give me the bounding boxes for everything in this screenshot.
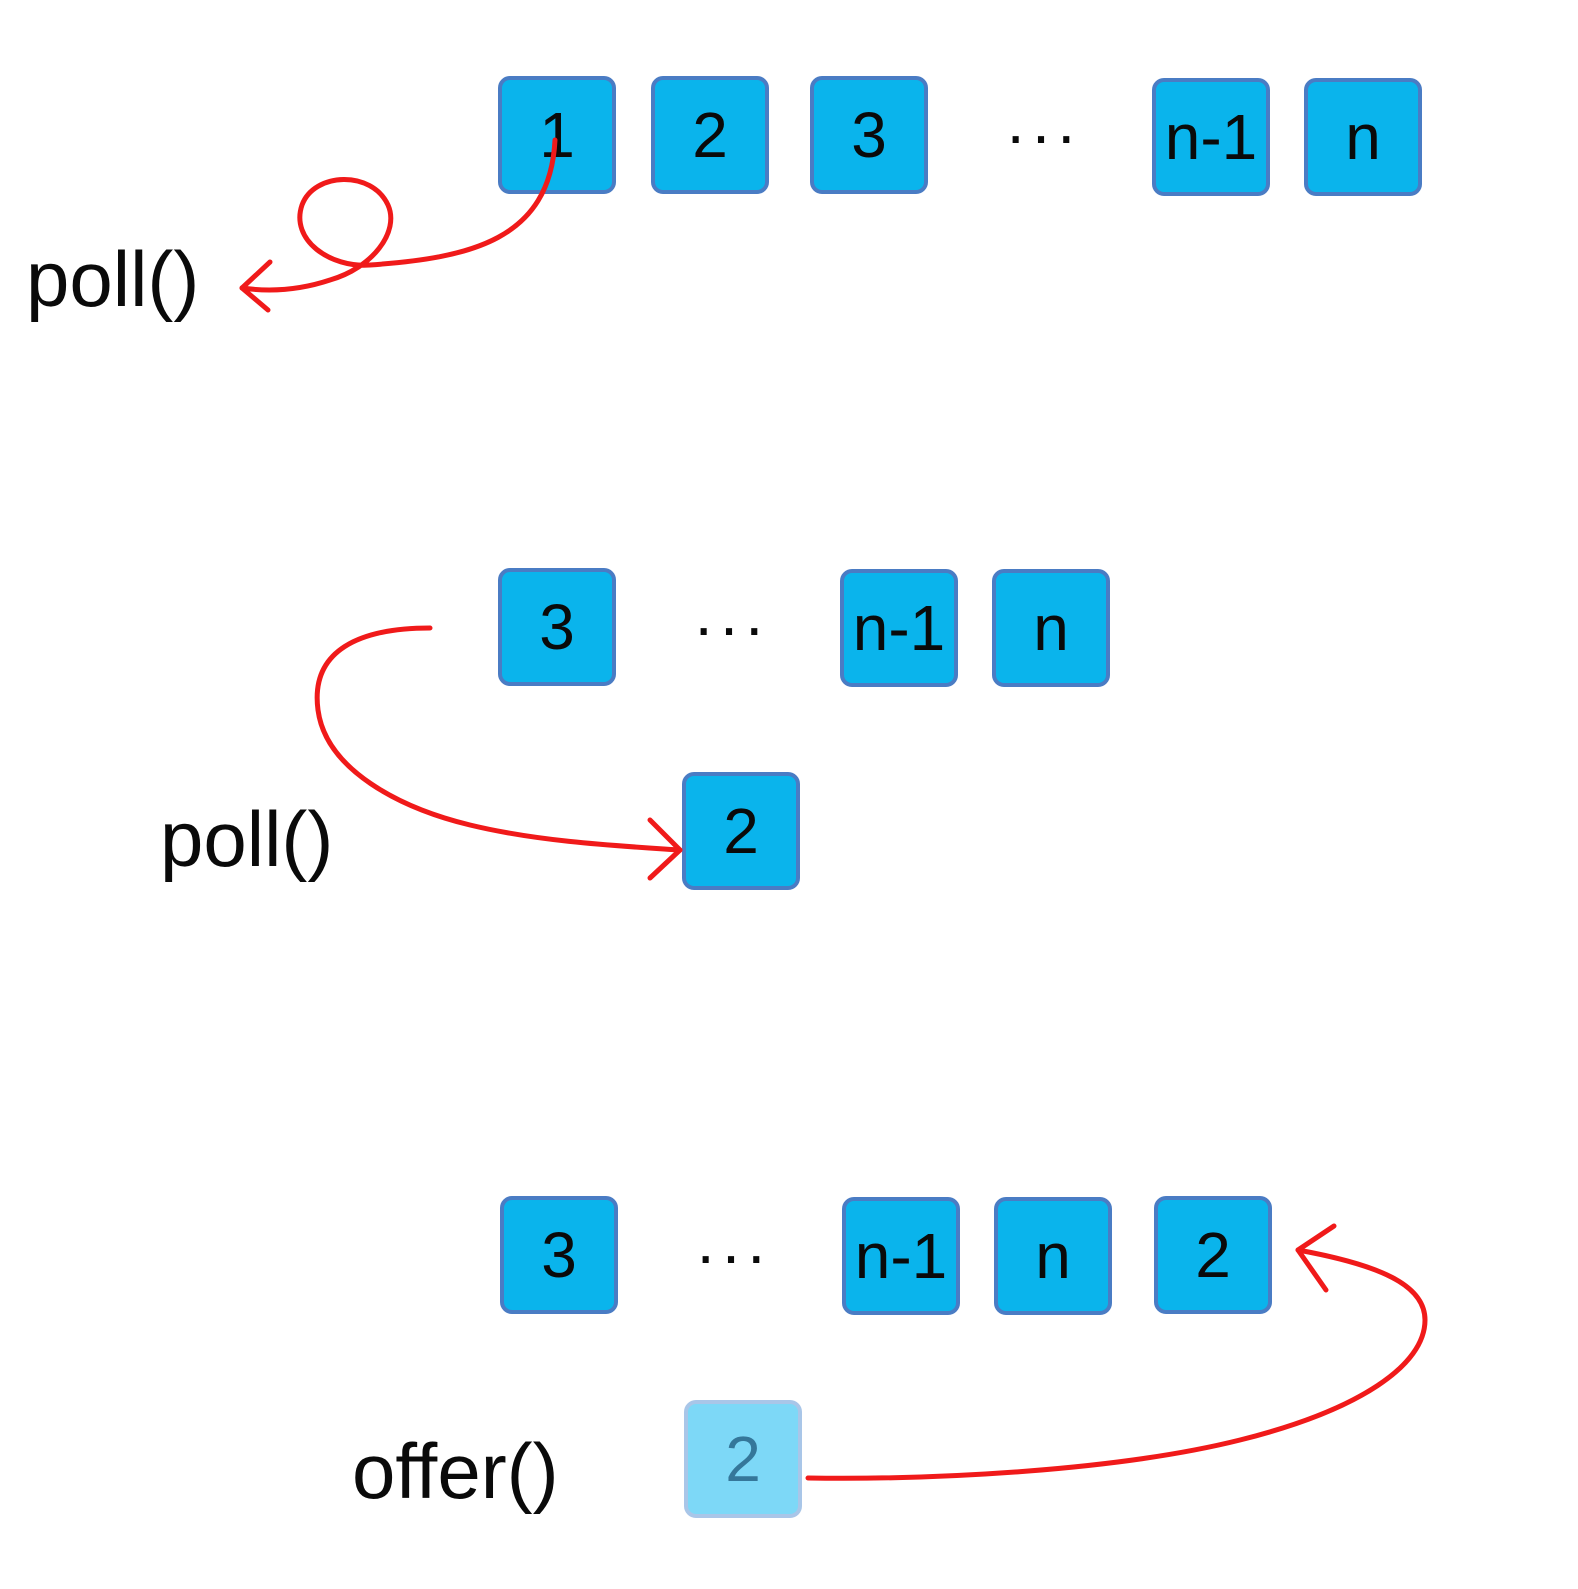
ellipsis: ···: [695, 1219, 771, 1291]
cell-label: 3: [851, 99, 887, 171]
poll-arrow-head: [239, 259, 273, 313]
queue-cell: 1: [498, 76, 616, 194]
cell-label: n: [1033, 592, 1069, 664]
cell-label: 2: [1195, 1219, 1231, 1291]
cell-label: n: [1035, 1220, 1071, 1292]
cell-label: n-1: [854, 1220, 948, 1292]
poll-arrow-head: [647, 817, 683, 881]
queue-cell: 2: [1154, 1196, 1272, 1314]
cell-label: n: [1345, 101, 1381, 173]
queue-cell: 3: [810, 76, 928, 194]
queue-cell: 2: [651, 76, 769, 194]
cell-label: 1: [539, 99, 575, 171]
queue-cell: 3: [498, 568, 616, 686]
offer-arrow-head: [1295, 1223, 1337, 1293]
queue-cell: n-1: [842, 1197, 960, 1315]
queue-cell: n-1: [1152, 78, 1270, 196]
queue-cell: n: [1304, 78, 1422, 196]
cell-label: 2: [723, 795, 759, 867]
polled-cell: 2: [682, 772, 800, 890]
cell-label: 2: [725, 1423, 761, 1495]
cell-label: n-1: [852, 592, 946, 664]
offer-label: offer(): [352, 1427, 559, 1515]
cell-label: n-1: [1164, 101, 1258, 173]
poll-label: poll(): [26, 235, 200, 323]
ellipsis: ···: [1005, 99, 1081, 171]
cell-label: 3: [541, 1219, 577, 1291]
cell-label: 3: [539, 591, 575, 663]
offered-cell: 2: [684, 1400, 802, 1518]
queue-cell: n: [994, 1197, 1112, 1315]
queue-cell: 3: [500, 1196, 618, 1314]
queue-cell: n-1: [840, 569, 958, 687]
poll-label: poll(): [160, 795, 334, 883]
ellipsis: ···: [693, 591, 769, 663]
cell-label: 2: [692, 99, 728, 171]
queue-cell: n: [992, 569, 1110, 687]
